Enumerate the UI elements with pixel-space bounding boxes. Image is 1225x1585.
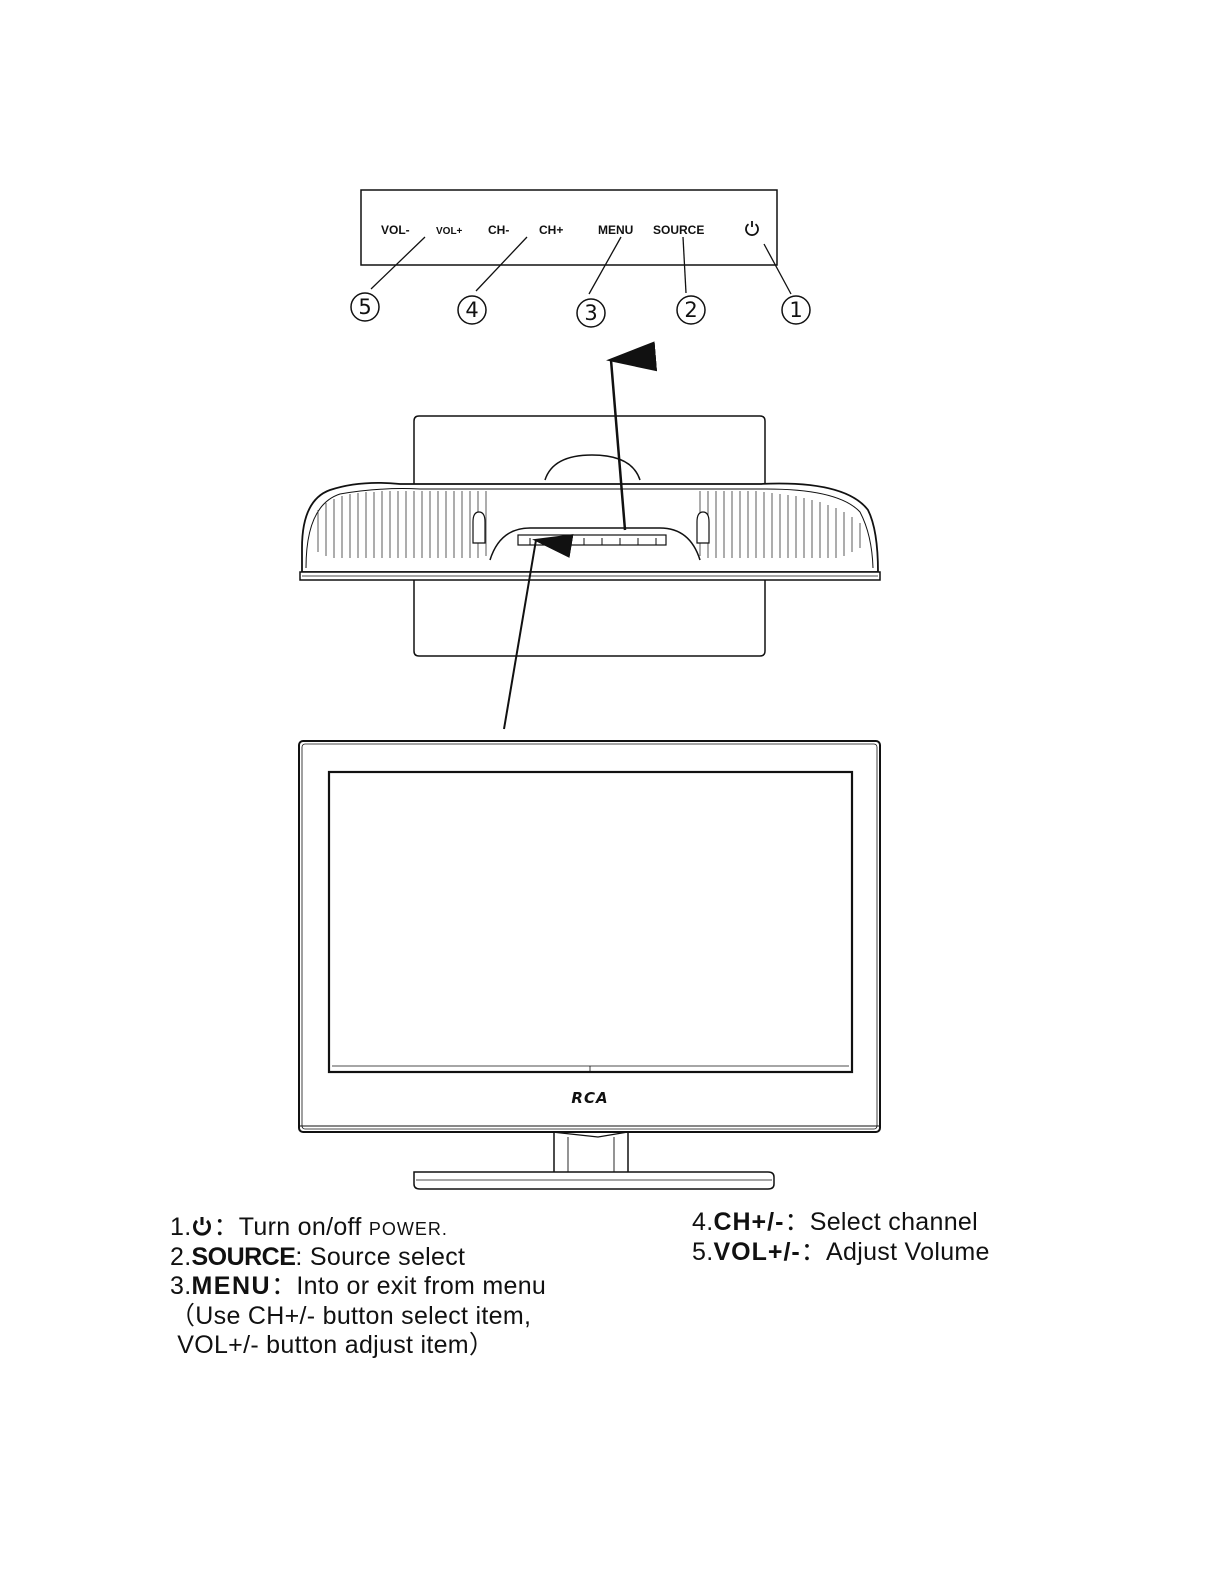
callout-1: 1 <box>782 296 810 324</box>
callout-4: 4 <box>458 296 486 324</box>
power-icon <box>191 1215 213 1237</box>
callout-5: 5 <box>351 293 379 321</box>
ch-minus-label: CH- <box>488 223 509 237</box>
control-panel: VOL- VOL+ CH- CH+ MENU SOURCE <box>361 190 777 265</box>
callout-2: 2 <box>677 296 705 324</box>
svg-text:5: 5 <box>358 295 371 319</box>
legend-left: 1.：Turn on/off POWER. 2.SOURCE: Source s… <box>170 1213 546 1361</box>
svg-text:1: 1 <box>789 298 802 322</box>
ch-plus-label: CH+ <box>539 223 563 237</box>
menu-label: MENU <box>598 223 633 237</box>
rca-logo: RCA <box>571 1089 608 1107</box>
legend-note-2: VOL+/- button adjust item） <box>170 1331 546 1361</box>
callout-3: 3 <box>577 299 605 327</box>
tv-front-view <box>299 741 880 1189</box>
tv-top-view <box>300 416 880 656</box>
tv-screen <box>329 772 852 1072</box>
vol-plus-label: VOL+ <box>436 226 463 237</box>
legend-note-1: （Use CH+/- button select item, <box>170 1302 546 1332</box>
svg-text:3: 3 <box>584 301 597 325</box>
legend-item-source: 2.SOURCE: Source select <box>170 1243 546 1273</box>
legend-item-power: 1.：Turn on/off POWER. <box>170 1213 546 1243</box>
legend-item-volume: 5.VOL+/-：Adjust Volume <box>692 1238 990 1268</box>
vol-minus-label: VOL- <box>381 223 410 237</box>
legend-right: 4.CH+/-：Select channel 5.VOL+/-：Adjust V… <box>692 1208 990 1267</box>
svg-text:4: 4 <box>465 298 478 322</box>
legend-item-channel: 4.CH+/-：Select channel <box>692 1208 990 1238</box>
source-label: SOURCE <box>653 223 704 237</box>
legend-item-menu: 3.MENU：Into or exit from menu <box>170 1272 546 1302</box>
svg-text:2: 2 <box>684 298 697 322</box>
power-icon <box>746 221 758 235</box>
